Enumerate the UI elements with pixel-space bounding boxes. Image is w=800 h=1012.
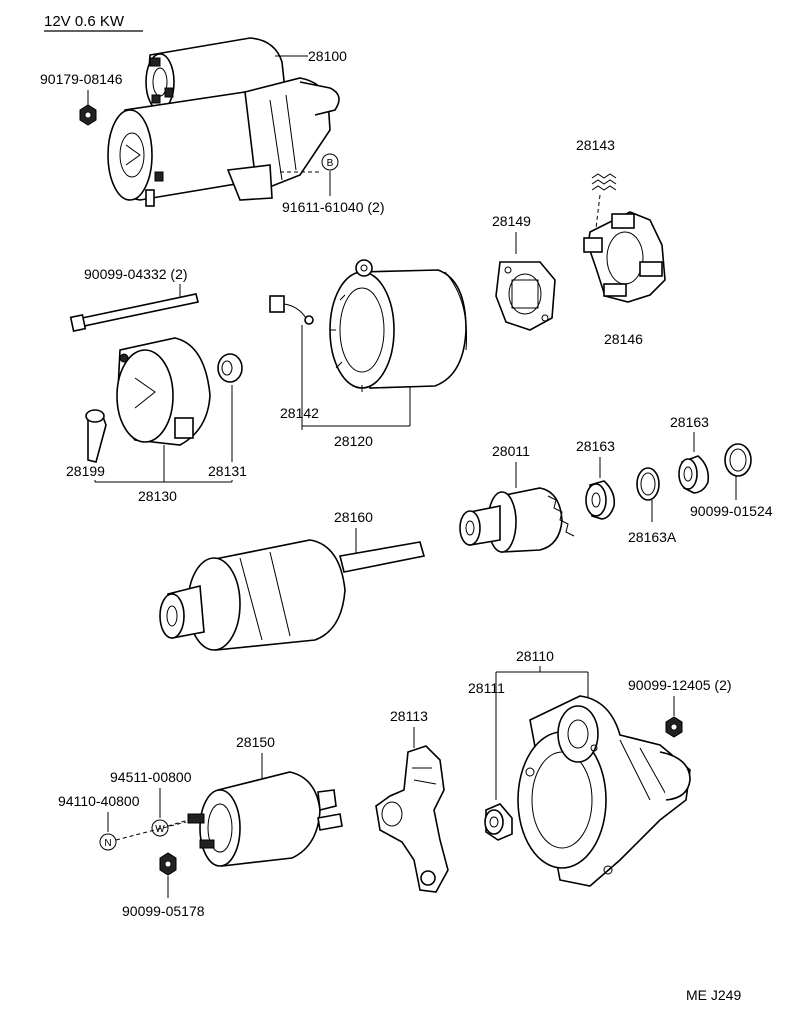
marker-b: B (327, 158, 334, 169)
yoke-28120 (329, 259, 468, 392)
label-28111: 28111 (468, 680, 505, 696)
label-90099-04332: 90099-04332 (2) (84, 266, 188, 282)
drive-lever-28113 (375, 745, 449, 893)
label-28143: 28143 (576, 137, 615, 153)
dash-n (115, 821, 187, 841)
label-28142: 28142 (280, 405, 319, 421)
through-bolt-90099-04332 (69, 293, 199, 333)
bush-28131 (217, 353, 243, 383)
label-28160: 28160 (334, 509, 373, 525)
label-28163-left: 28163 (576, 438, 615, 454)
label-90099-12405: 90099-12405 (2) (628, 677, 732, 693)
starter-assembly-illustration (107, 37, 340, 207)
diagram-title: 12V 0.6 KW (44, 13, 125, 30)
label-90099-01524: 90099-01524 (690, 503, 773, 519)
label-91611-61040: 91611-61040 (2) (282, 199, 384, 215)
label-28146: 28146 (604, 331, 643, 347)
marker-b-circle (321, 153, 339, 171)
label-28163-right: 28163 (670, 414, 709, 430)
brush-holder-28146 (583, 211, 666, 303)
label-28150: 28150 (236, 734, 275, 750)
end-frame-28130 (116, 337, 211, 446)
label-28149: 28149 (492, 213, 531, 229)
diagram-code: ME J249 (686, 987, 741, 1003)
label-28163A: 28163A (628, 529, 677, 545)
label-94110-40800: 94110-40800 (58, 793, 140, 809)
label-28110: 28110 (516, 648, 554, 664)
stop-collar-28163-left (585, 480, 616, 520)
drive-housing-28110 (517, 695, 691, 887)
label-28011: 28011 (492, 443, 530, 459)
marker-w: W (155, 824, 165, 835)
grommet-28199 (85, 409, 107, 463)
plate-28149 (495, 261, 556, 331)
pinion-clutch-28011 (459, 487, 575, 553)
armature-28160 (159, 539, 426, 651)
spring-28143 (591, 173, 617, 191)
bush-28111 (484, 803, 513, 841)
dash-spring (595, 194, 601, 229)
marker-w-circle (151, 819, 169, 837)
solenoid-switch-28150 (187, 771, 343, 867)
label-28131: 28131 (208, 463, 247, 479)
brush-28142 (269, 295, 314, 325)
dash-w (167, 819, 189, 827)
label-28113: 28113 (390, 708, 428, 724)
label-28120: 28120 (334, 433, 373, 449)
cap-90099-01524 (724, 443, 752, 477)
stop-collar-28163-right (678, 455, 710, 494)
label-28199: 28199 (66, 463, 105, 479)
label-94511-00800: 94511-00800 (110, 769, 192, 785)
snap-ring-28163a (636, 467, 660, 501)
marker-n: N (104, 838, 111, 849)
marker-n-circle (99, 833, 117, 851)
label-90099-05178: 90099-05178 (122, 903, 205, 919)
label-28100: 28100 (308, 48, 347, 64)
nut-hole (84, 111, 92, 119)
label-90179-08146: 90179-08146 (40, 71, 123, 87)
label-28130: 28130 (138, 488, 177, 504)
